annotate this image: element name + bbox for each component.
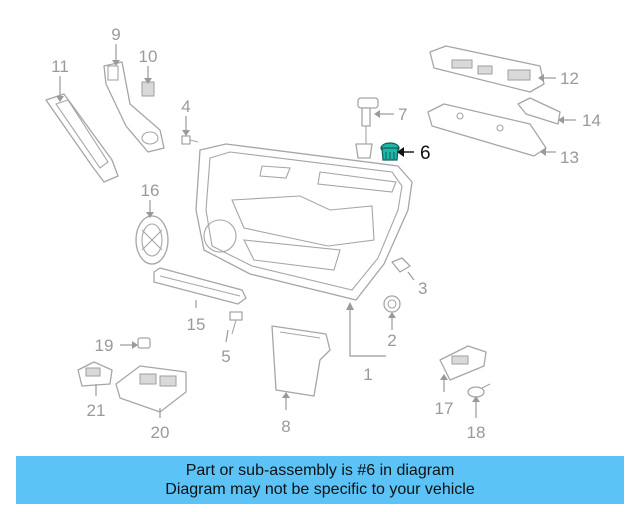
banner-line-1: Part or sub-assembly is #6 in diagram xyxy=(185,462,455,479)
part-14-switch-cover xyxy=(517,97,561,125)
banner-line-2: Diagram may not be specific to your vehi… xyxy=(165,481,475,498)
callout-5: 5 xyxy=(221,347,230,366)
callout-17: 17 xyxy=(435,399,454,418)
part-3-clip xyxy=(391,257,411,273)
info-banner: Part or sub-assembly is #6 in diagram Di… xyxy=(16,456,624,504)
parts-diagram: 11 9 10 4 7 6 12 14 13 16 3 2 1 15 5 8 1… xyxy=(45,25,601,442)
callout-14: 14 xyxy=(582,111,601,130)
part-17-lamp-housing xyxy=(439,345,487,381)
callout-4: 4 xyxy=(181,97,190,116)
callout-2: 2 xyxy=(387,331,396,350)
callout-3: 3 xyxy=(418,279,427,298)
callout-9: 9 xyxy=(111,25,120,44)
part-2-grommet xyxy=(383,295,401,313)
callout-20: 20 xyxy=(151,423,170,442)
part-16-speaker-grille xyxy=(135,215,169,265)
part-7-lock-knob xyxy=(355,97,379,159)
callout-18: 18 xyxy=(467,423,486,442)
callout-19: 19 xyxy=(95,336,114,355)
callout-8: 8 xyxy=(281,417,290,436)
part-21-switch xyxy=(77,361,113,387)
leader-lines xyxy=(56,44,576,418)
part-10-clip xyxy=(141,81,155,97)
callout-12: 12 xyxy=(560,69,579,88)
part-6-clip-highlighted xyxy=(380,142,400,161)
part-9-pull-handle xyxy=(103,61,165,153)
part-11-grab-handle xyxy=(45,93,119,183)
callout-6: 6 xyxy=(420,143,431,164)
callout-21: 21 xyxy=(87,401,106,420)
part-5-screw xyxy=(229,311,243,335)
part-12-switch-panel xyxy=(429,45,545,93)
part-15-strip xyxy=(153,267,247,305)
part-4-screw xyxy=(181,135,199,145)
callout-15: 15 xyxy=(187,315,206,334)
callout-13: 13 xyxy=(560,148,579,167)
part-8-pocket xyxy=(271,325,331,397)
part-20-window-switch xyxy=(115,365,187,413)
callout-1: 1 xyxy=(363,365,372,384)
callout-7: 7 xyxy=(398,105,407,124)
callout-10: 10 xyxy=(139,47,158,66)
part-19-button xyxy=(137,337,151,349)
part-1-door-trim-panel xyxy=(195,143,413,301)
callout-16: 16 xyxy=(141,181,160,200)
part-18-bulb xyxy=(467,383,491,398)
callout-11: 11 xyxy=(51,57,69,76)
